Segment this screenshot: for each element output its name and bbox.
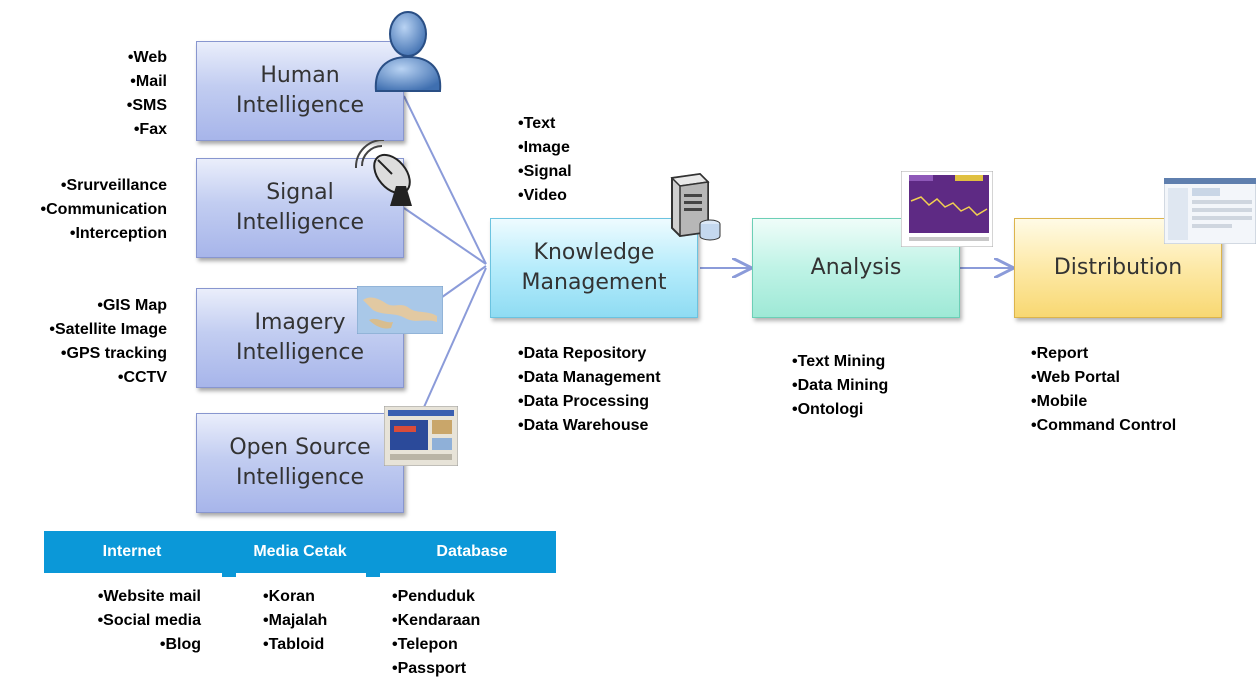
list-item: Image: [518, 136, 572, 160]
list-item: Blog: [98, 633, 201, 657]
open-source-category-bar: [44, 531, 556, 573]
list-item: GIS Map: [49, 294, 167, 318]
signal-intelligence-line1: Signal: [266, 180, 334, 205]
list-item: Social media: [98, 609, 201, 633]
list-item: Command Control: [1031, 414, 1177, 438]
imagery-intelligence-line2: Intelligence: [235, 340, 364, 365]
list-item: Website mail: [98, 585, 201, 609]
database-items: Penduduk Kendaraan Telepon Passport: [392, 585, 481, 681]
list-item: Communication: [41, 198, 167, 222]
map-thumbnail-icon: [357, 286, 443, 334]
distribution-box: Distribution: [1014, 218, 1222, 318]
list-item: Data Processing: [518, 390, 661, 414]
list-item: Kendaraan: [392, 609, 481, 633]
list-item: Fax: [127, 118, 167, 142]
knowledge-management-items: Data Repository Data Management Data Pro…: [518, 342, 661, 438]
list-item: Signal: [518, 160, 572, 184]
list-item: Penduduk: [392, 585, 480, 609]
list-item: Data Warehouse: [518, 414, 661, 438]
internet-items: Website mail Social media Blog: [98, 585, 201, 657]
imagery-intelligence-line1: Imagery: [254, 310, 346, 335]
satellite-dish-icon: [354, 140, 412, 206]
human-to-knowledge-line: [403, 95, 487, 265]
human-intelligence-line1: Human: [260, 63, 340, 88]
human-intelligence-items: Web Mail SMS Fax: [127, 46, 167, 142]
distribution-label: Distribution: [1053, 255, 1183, 280]
list-item: CCTV: [49, 366, 167, 390]
category-internet: Internet: [102, 543, 162, 560]
list-item: Report: [1031, 342, 1176, 366]
list-item: Tabloid: [263, 633, 327, 657]
open-source-intelligence-line2: Intelligence: [235, 465, 364, 490]
list-item: Interception: [41, 222, 167, 246]
website-thumbnail-icon: [384, 406, 458, 466]
list-item: Satellite Image: [49, 318, 167, 342]
chart-thumbnail-icon: [901, 171, 993, 247]
list-item: Web: [127, 46, 167, 70]
person-icon: [374, 11, 442, 92]
list-item: GPS tracking: [49, 342, 167, 366]
human-intelligence-line2: Intelligence: [235, 93, 364, 118]
category-media-cetak: Media Cetak: [253, 543, 347, 560]
category-divider: [222, 572, 236, 577]
list-item: Data Repository: [518, 342, 661, 366]
list-item: Telepon: [392, 633, 480, 657]
distribution-items: Report Web Portal Mobile Command Control: [1031, 342, 1177, 438]
list-item: Majalah: [263, 609, 328, 633]
list-item: Data Mining: [792, 374, 889, 398]
analysis-label: Analysis: [810, 255, 902, 280]
list-item: Passport: [392, 657, 480, 681]
signal-intelligence-line2: Intelligence: [235, 210, 364, 235]
signal-intelligence-items: Srurveillance Communication Interception: [41, 174, 168, 246]
portal-thumbnail-icon: [1164, 178, 1256, 244]
knowledge-management-line1: Knowledge: [533, 240, 655, 265]
list-item: Data Management: [518, 366, 661, 390]
list-item: Text Mining: [792, 350, 888, 374]
list-item: SMS: [127, 94, 167, 118]
analysis-items: Text Mining Data Mining Ontologi: [792, 350, 889, 422]
knowledge-management-line2: Management: [521, 270, 667, 295]
list-item: Video: [518, 184, 572, 208]
media-type-items: Text Image Signal Video: [518, 112, 572, 208]
list-item: Text: [518, 112, 572, 136]
server-icon: [670, 172, 721, 241]
imagery-intelligence-items: GIS Map Satellite Image GPS tracking CCT…: [49, 294, 167, 390]
list-item: Web Portal: [1031, 366, 1176, 390]
signal-to-knowledge-line: [403, 207, 487, 265]
category-database: Database: [436, 543, 508, 560]
list-item: Koran: [263, 585, 327, 609]
list-item: Ontologi: [792, 398, 888, 422]
list-item: Mail: [127, 70, 167, 94]
list-item: Srurveillance: [41, 174, 168, 198]
list-item: Mobile: [1031, 390, 1176, 414]
media-cetak-items: Koran Majalah Tabloid: [263, 585, 328, 657]
open-source-intelligence-line1: Open Source: [229, 435, 371, 460]
category-divider: [366, 572, 380, 577]
